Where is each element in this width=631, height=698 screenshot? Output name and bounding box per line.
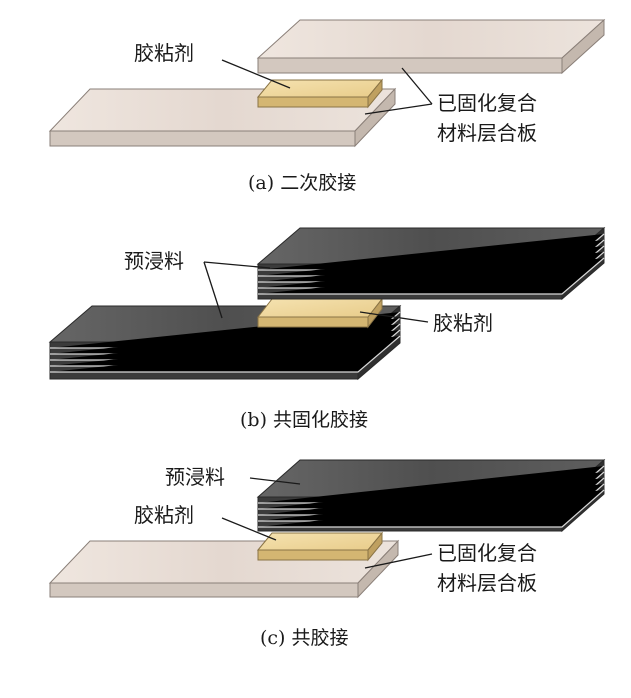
leader-adhesive-c	[221, 517, 277, 541]
caption-c: (c) 共胶接	[260, 627, 349, 649]
caption-b: (b) 共固化胶接	[240, 409, 368, 431]
leader-prepreg-c	[249, 477, 301, 485]
leader-prepreg-b-lower	[203, 261, 223, 319]
leader-prepreg-b-upper	[203, 261, 271, 269]
prepreg-stack-upper-c	[256, 458, 606, 533]
adhesive-label-b: 胶粘剂	[433, 311, 493, 335]
cured-laminate-upper-a	[256, 18, 606, 75]
leader-laminate-a-lower	[364, 103, 433, 115]
panel-a: 胶粘剂 已固化复合 材料层合板 (a) 二次胶接	[48, 18, 606, 194]
laminate-label-a-line2: 材料层合板	[437, 121, 537, 145]
prepreg-stack-upper-b	[256, 226, 606, 301]
panel-b: 预浸料 胶粘剂 (b) 共固化胶接	[48, 226, 606, 431]
leader-laminate-a-upper	[401, 67, 433, 105]
laminate-label-c-line2: 材料层合板	[437, 571, 537, 595]
prepreg-label-b: 预浸料	[124, 249, 184, 273]
adhesive-a	[256, 78, 384, 109]
leader-adhesive-a	[221, 59, 291, 89]
caption-a: (a) 二次胶接	[248, 172, 356, 194]
prepreg-label-c: 预浸料	[165, 465, 225, 489]
adhesive-label-c: 胶粘剂	[134, 503, 194, 527]
leader-adhesive-b	[359, 311, 429, 323]
adhesive-c	[256, 531, 384, 562]
prepreg-plies-upper-b	[258, 233, 605, 295]
leader-laminate-c	[364, 553, 433, 569]
adhesive-label-a: 胶粘剂	[134, 41, 194, 65]
laminate-label-a-line1: 已固化复合	[437, 91, 537, 115]
laminate-label-c-line1: 已固化复合	[437, 541, 537, 565]
adhesive-b	[256, 297, 384, 329]
panel-c: 预浸料 胶粘剂 已固化复合 材料层合板 (c) 共胶接	[48, 458, 606, 649]
prepreg-plies-upper-c	[258, 465, 605, 528]
